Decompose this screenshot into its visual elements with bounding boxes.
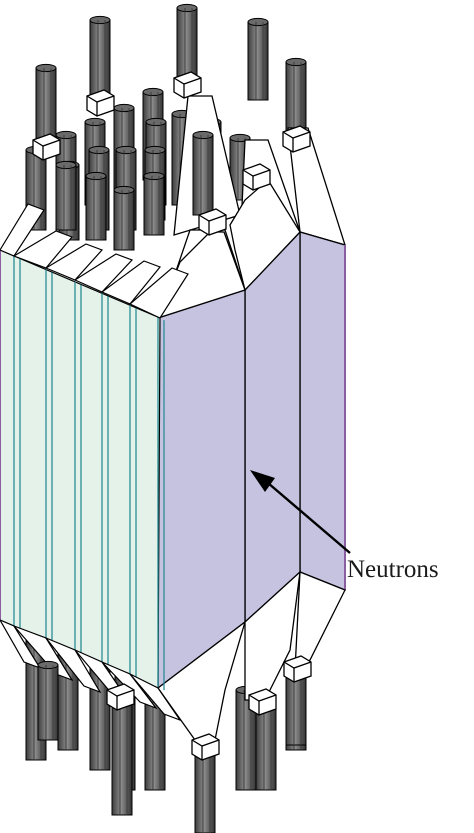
connector-block bbox=[283, 655, 312, 683]
neutron-plates bbox=[157, 230, 346, 690]
neutrons-label: Neutrons bbox=[347, 556, 439, 583]
rod-top-back bbox=[35, 63, 57, 141]
connectors bbox=[32, 71, 312, 761]
annotation-arrowhead bbox=[250, 470, 275, 492]
connector-block bbox=[282, 125, 311, 153]
left-top-funnels bbox=[0, 203, 189, 319]
connector-block bbox=[191, 733, 220, 761]
left-top-funnel bbox=[12, 230, 74, 269]
neutron-plate-front bbox=[157, 289, 246, 690]
left-top-funnel bbox=[73, 253, 134, 293]
neutrons-annotation: Neutrons bbox=[250, 470, 439, 583]
rod-top-front bbox=[143, 171, 165, 236]
connector-block bbox=[86, 89, 115, 117]
rod-top-back bbox=[247, 17, 269, 101]
rod-top-back bbox=[285, 57, 307, 141]
rod-bottom-front bbox=[37, 660, 59, 741]
left-top-funnel bbox=[44, 243, 104, 281]
connector-block bbox=[106, 683, 135, 711]
front-rods bbox=[37, 130, 307, 833]
rod-top-front bbox=[85, 171, 107, 241]
rod-top-front bbox=[113, 185, 135, 251]
proton-plate-dividers bbox=[0, 250, 165, 691]
connector-block bbox=[198, 208, 227, 236]
left-bottom-funnel bbox=[129, 673, 182, 722]
connector-block bbox=[248, 688, 277, 716]
connector-block bbox=[32, 133, 61, 161]
connector-block bbox=[173, 71, 202, 99]
rod-top-back bbox=[89, 15, 111, 111]
neutron-plate-middle bbox=[244, 230, 301, 624]
rod-top-back bbox=[176, 3, 198, 86]
connector-block bbox=[242, 163, 271, 191]
annotation-arrow-line bbox=[267, 482, 351, 554]
rod-top-front bbox=[192, 130, 214, 216]
left-top-funnel bbox=[128, 267, 189, 319]
neutron-plate-back bbox=[299, 231, 346, 591]
bottom-funnels bbox=[157, 570, 346, 741]
rod-bottom-front bbox=[111, 695, 133, 816]
left-bottom-funnel bbox=[44, 636, 102, 694]
left-top-funnel bbox=[0, 203, 45, 257]
left-top-funnel bbox=[100, 260, 161, 305]
rod-top-front bbox=[55, 160, 77, 231]
front-top-funnel bbox=[156, 179, 301, 320]
